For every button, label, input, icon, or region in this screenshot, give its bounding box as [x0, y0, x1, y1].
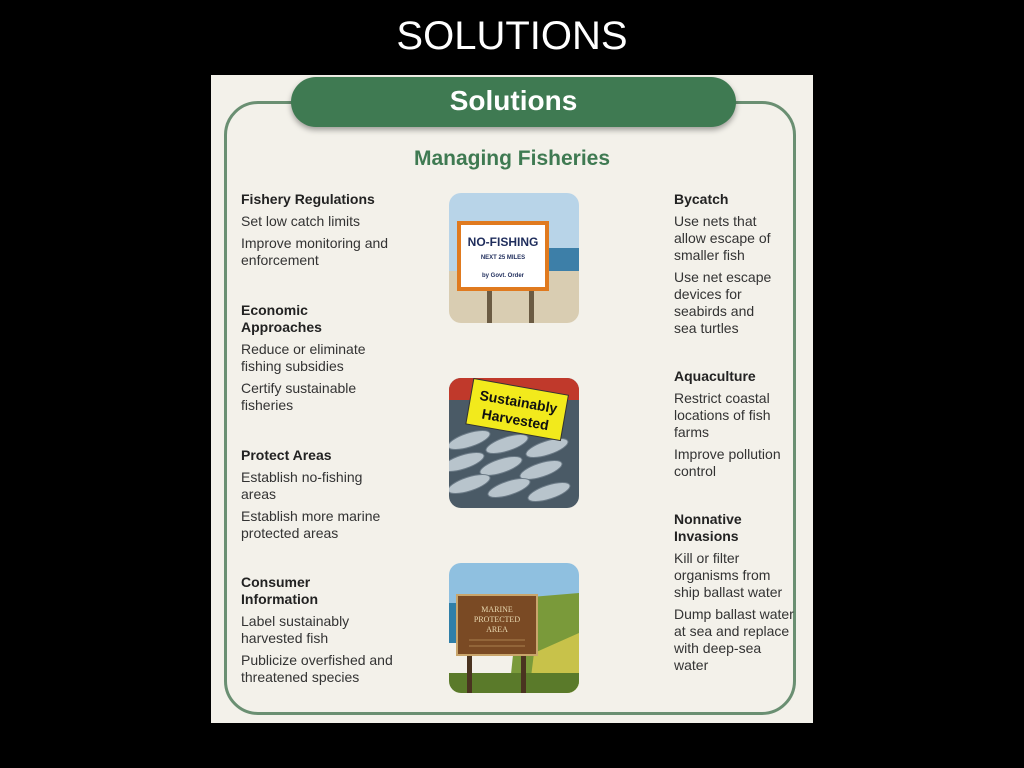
list-item: Establish no-fishing areas [241, 469, 363, 502]
list-item: Publicize overfished and threatened spec… [241, 652, 393, 685]
solutions-panel: Solutions Managing Fisheries Fishery Reg… [211, 75, 813, 723]
sign-line-2: NEXT 25 MILES [481, 255, 525, 261]
section-protect-areas: Protect Areas Establish no-fishing areas… [241, 447, 401, 547]
list-item: Dump ballast water at sea and replace wi… [674, 606, 794, 673]
list-item: Label sustainably harvested fish [241, 613, 350, 646]
list-item: Certify sustainable fisheries [241, 380, 357, 413]
section-heading: Consumer Information [241, 574, 318, 607]
section-aquaculture: Aquaculture Restrict coastal locations o… [674, 368, 799, 485]
list-item: Restrict coastal locations of fish farms [674, 390, 771, 440]
section-fishery-regulations: Fishery Regulations Set low catch limits… [241, 191, 416, 274]
list-item: Kill or filter organisms from ship balla… [674, 550, 783, 600]
sign-line-3: by Govt. Order [482, 273, 525, 279]
list-item: Set low catch limits [241, 213, 361, 229]
no-fishing-sign-image: NO-FISHING NEXT 25 MILES by Govt. Order [449, 193, 579, 323]
list-item: Use net escape devices for seabirds and … [674, 269, 772, 336]
marine-sign-line-1: MARINE [481, 605, 513, 614]
section-nonnative-invasions: Nonnative Invasions Kill or filter organ… [674, 511, 799, 679]
slide-title: SOLUTIONS [396, 14, 628, 58]
list-item: Reduce or eliminate fishing subsidies [241, 341, 366, 374]
list-item: Improve pollution control [674, 446, 781, 479]
sustainably-harvested-image: Sustainably Harvested [449, 378, 579, 508]
section-heading: Bycatch [674, 191, 729, 207]
section-heading: Economic Approaches [241, 302, 322, 335]
sign-line-1: NO-FISHING [468, 235, 539, 249]
marine-sign-line-3: AREA [486, 625, 508, 634]
list-item: Use nets that allow escape of smaller fi… [674, 213, 771, 263]
section-economic-approaches: Economic Approaches Reduce or eliminate … [241, 302, 391, 419]
section-bycatch: Bycatch Use nets that allow escape of sm… [674, 191, 799, 342]
section-consumer-information: Consumer Information Label sustainably h… [241, 574, 406, 691]
marine-protected-area-image: MARINE PROTECTED AREA [449, 563, 579, 693]
section-heading: Aquaculture [674, 368, 756, 384]
section-heading: Fishery Regulations [241, 191, 375, 207]
section-heading: Protect Areas [241, 447, 332, 463]
banner-title: Solutions [291, 77, 736, 127]
list-item: Establish more marine protected areas [241, 508, 381, 541]
section-subtitle: Managing Fisheries [413, 147, 611, 170]
list-item: Improve monitoring and enforcement [241, 235, 389, 268]
section-heading: Nonnative Invasions [674, 511, 742, 544]
marine-sign-line-2: PROTECTED [474, 615, 520, 624]
